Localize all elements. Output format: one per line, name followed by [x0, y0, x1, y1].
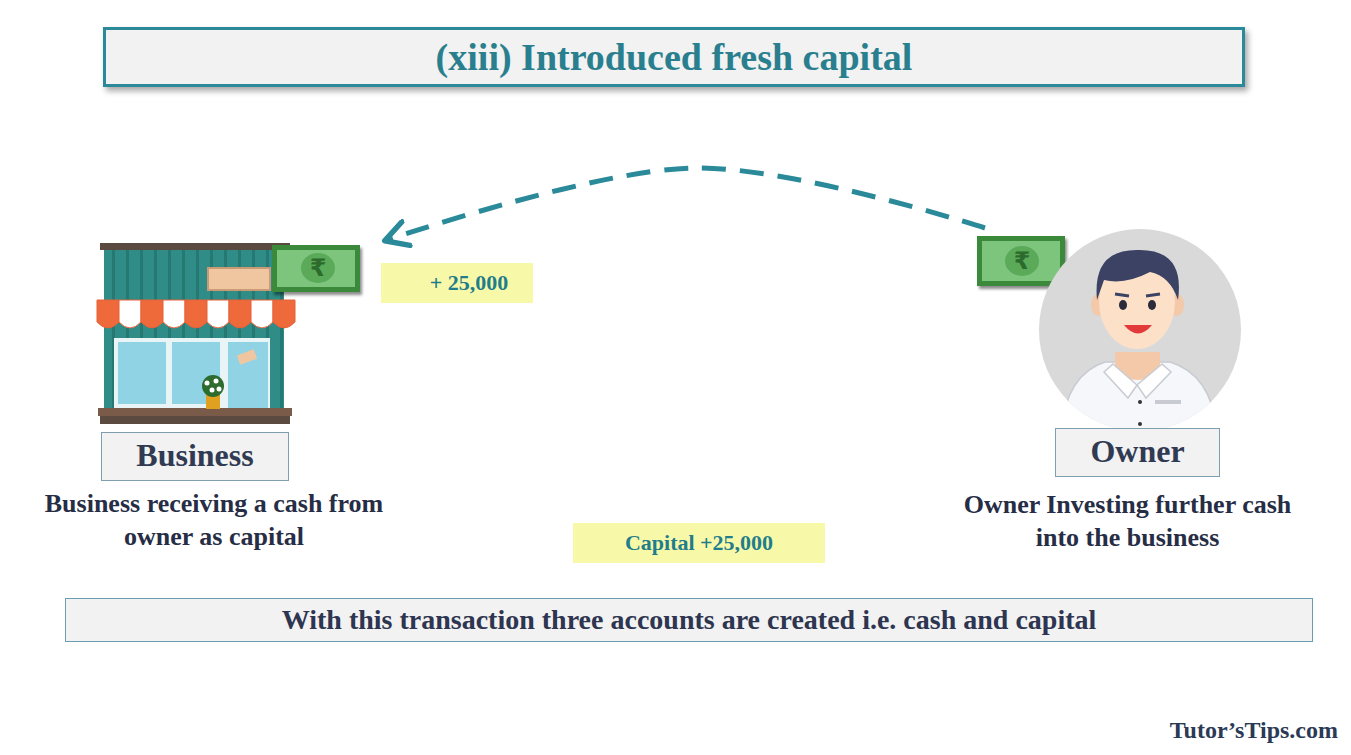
business-node: BusinessBusiness receiving a cash from o…: [28, 240, 400, 558]
currency-symbol: ₹: [1014, 247, 1031, 275]
currency-symbol: ₹: [310, 254, 327, 282]
amount-label: + 25,000: [430, 270, 509, 296]
capital-box: Capital +25,000: [573, 523, 825, 563]
capital-label: Capital +25,000: [625, 530, 773, 556]
description-text: Owner Investing further cash into the bu…: [955, 488, 1300, 555]
amount-box: + 25,000: [381, 263, 533, 303]
title: (xiii) Introduced fresh capital: [436, 35, 913, 79]
dashed-arrow: [387, 168, 985, 240]
title-box: (xiii) Introduced fresh capital: [103, 27, 1245, 87]
watermark: Tutor’sTips.com: [1170, 717, 1338, 744]
description-text: Business receiving a cash from owner as …: [44, 487, 384, 554]
banknote: [977, 236, 1065, 286]
note-text: With this transaction three accounts are…: [282, 604, 1097, 636]
shop-illustration: [97, 243, 295, 424]
note-box: With this transaction three accounts are…: [65, 598, 1313, 642]
party-label: Owner: [1055, 428, 1219, 477]
party-label: Business: [101, 432, 288, 481]
owner-avatar: [1039, 229, 1241, 440]
banknote: [272, 245, 360, 292]
owner-node: OwnerOwner Investing further cash into t…: [945, 228, 1310, 555]
